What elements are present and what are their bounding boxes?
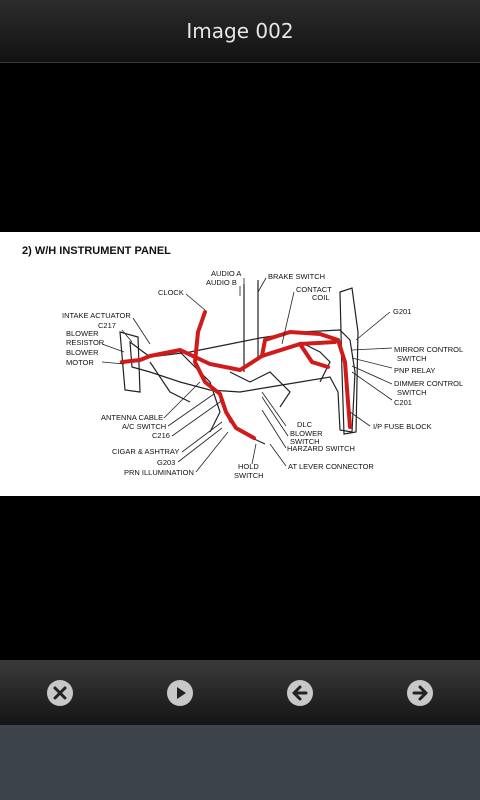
label-dlc: DLC [297,420,313,429]
label-audio-a: AUDIO A [211,269,241,278]
arrow-right-icon [407,680,433,706]
arrow-left-icon [287,680,313,706]
label-blower-switch-2: SWITCH [290,437,320,446]
label-dimmer-control-2: SWITCH [397,388,427,397]
label-blower-motor-1: BLOWER [66,348,99,357]
next-button[interactable] [405,678,435,708]
label-intake-actuator: INTAKE ACTUATOR [62,311,131,320]
label-c201: C201 [394,398,412,407]
label-dimmer-control-1: DIMMER CONTROL [394,379,463,388]
label-at-lever: AT LEVER CONNECTOR [288,462,374,471]
play-button[interactable] [165,678,195,708]
label-c217: C217 [98,321,116,330]
leader-lines [101,277,393,473]
label-ac-switch: A/C SWITCH [122,422,166,431]
label-c216: C216 [152,431,170,440]
label-contact-coil-2: COIL [312,293,330,302]
label-contact-coil-1: CONTACT [296,285,332,294]
title-bar: Image 002 [0,0,480,63]
label-clock: CLOCK [158,288,184,297]
label-g201-top: G201 [393,307,411,316]
label-hazard-switch: HARZARD SWITCH [287,444,355,453]
label-ip-fuse-block: I/P FUSE BLOCK [373,422,432,431]
previous-button[interactable] [285,678,315,708]
bottom-area [0,725,480,800]
label-audio-b: AUDIO B [206,278,237,287]
label-pnp-relay: PNP RELAY [394,366,435,375]
label-blower-switch-1: BLOWER [290,429,323,438]
wire-harness [120,310,352,440]
wiring-diagram: 2) W/H INSTRUMENT PANEL [22,245,463,480]
label-blower-resistor-1: BLOWER [66,329,99,338]
label-blower-motor-2: MOTOR [66,358,94,367]
close-icon [47,680,73,706]
label-antenna-cable: ANTENNA CABLE [101,413,163,422]
label-cigar-ashtray: CIGAR & ASHTRAY [112,447,179,456]
label-hold-switch-2: SWITCH [234,471,264,480]
window-title: Image 002 [186,19,294,43]
wiring-diagram-image[interactable]: 2) W/H INSTRUMENT PANEL [0,232,480,496]
label-prn-illumination: PRN ILLUMINATION [124,468,194,477]
bottom-toolbar [0,660,480,725]
label-blower-resistor-2: RESISTOR [66,338,105,347]
label-brake-switch: BRAKE SWITCH [268,272,325,281]
label-mirror-control-1: MIRROR CONTROL [394,345,463,354]
close-button[interactable] [45,678,75,708]
label-g203: G203 [157,458,175,467]
play-icon [167,680,193,706]
diagram-heading: 2) W/H INSTRUMENT PANEL [22,245,171,257]
label-mirror-control-2: SWITCH [397,354,427,363]
label-hold-switch-1: HOLD [238,462,259,471]
